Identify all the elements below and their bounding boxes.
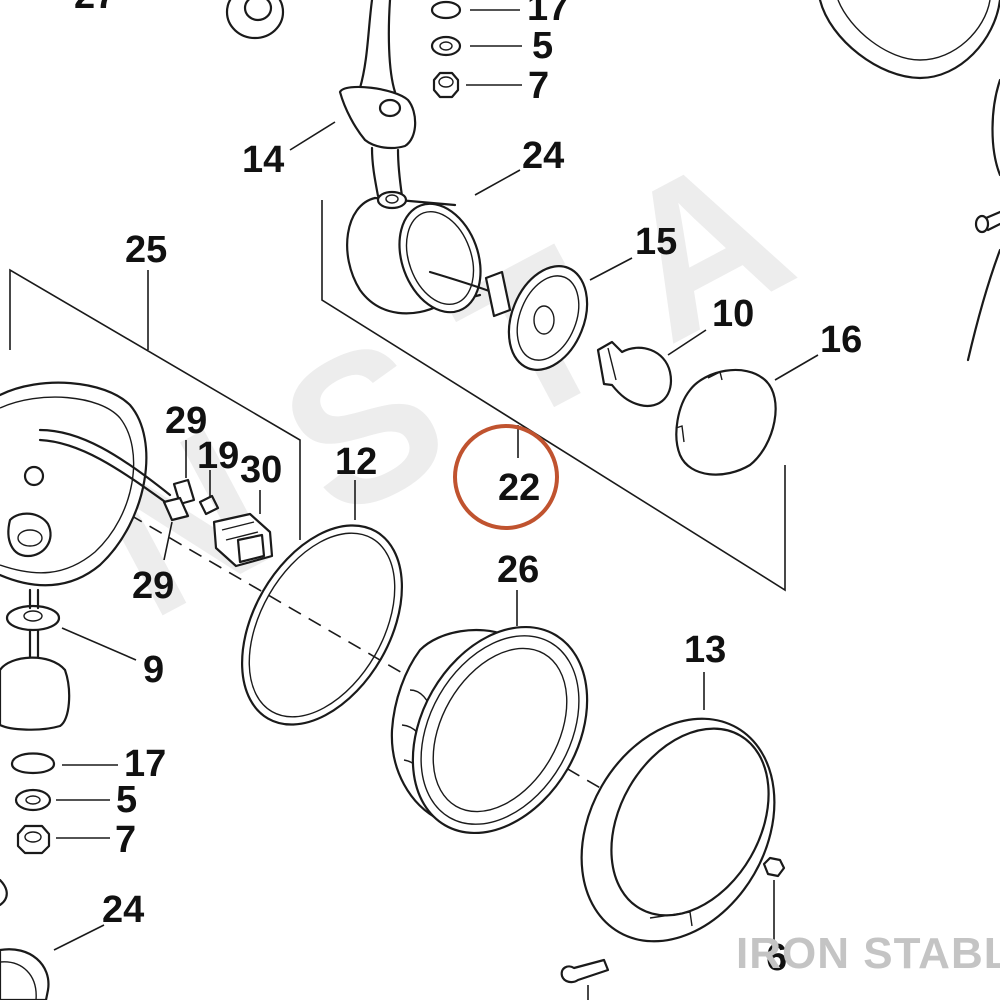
part-26-headlamp-unit — [390, 625, 589, 835]
part-17-washer-bottom — [10, 752, 56, 774]
part-5-lockwasher-top — [430, 35, 462, 57]
leader-lines — [53, 9, 819, 1000]
part-right-screw — [974, 210, 1000, 234]
part-6-nut — [762, 856, 786, 878]
part-top-right-housing — [818, 0, 1000, 177]
callout-25: 25 — [125, 229, 167, 271]
part-27-grommet — [225, 0, 285, 40]
part-12-gasket-ring — [241, 524, 403, 726]
callout-5-top: 5 — [532, 25, 553, 67]
part-bottom-screw — [560, 958, 610, 984]
part-24-turn-signal-housing-bottom — [0, 878, 50, 1000]
callout-12: 12 — [335, 441, 377, 483]
callout-26: 26 — [497, 549, 539, 591]
callout-7-bottom: 7 — [115, 819, 136, 861]
part-17-washer-top — [430, 0, 462, 20]
part-25-headlamp-housing — [0, 381, 172, 587]
part-7-nut-bottom — [16, 824, 51, 855]
callout-14: 14 — [242, 139, 284, 181]
callout-7-top: 7 — [528, 65, 549, 107]
callout-29-bottom: 29 — [132, 565, 174, 607]
part-15-bulb-socket — [428, 265, 589, 371]
part-5-lockwasher-bottom — [14, 788, 52, 812]
callout-30: 30 — [240, 449, 282, 491]
group-bracket-25 — [9, 268, 301, 540]
callout-22[interactable]: 22 — [498, 467, 540, 509]
part-29-terminal-bottom — [162, 496, 190, 522]
callout-27: 27 — [74, 0, 116, 17]
brand-watermark: IRON STABLE — [736, 929, 1000, 978]
part-7-nut-top — [432, 71, 460, 99]
callout-labels: 27 17 5 7 14 24 15 10 16 25 29 19 30 12 … — [74, 0, 862, 979]
callout-24-top: 24 — [522, 135, 564, 177]
group-bracket-22 — [321, 200, 786, 592]
part-13-trim-ring — [580, 717, 776, 943]
callout-10: 10 — [712, 293, 754, 335]
callout-15: 15 — [635, 221, 677, 263]
callout-24-bottom: 24 — [102, 889, 144, 931]
part-right-edge-bracket — [966, 248, 1000, 362]
callout-6: 6 — [766, 937, 787, 979]
callout-17-top: 17 — [527, 0, 569, 29]
part-30-connector — [212, 512, 274, 568]
part-14-mount-bracket — [338, 0, 417, 198]
callout-17-bottom: 17 — [124, 743, 166, 785]
highlight-circle-22 — [453, 424, 559, 530]
callout-19: 19 — [197, 435, 239, 477]
part-24-turn-signal-housing-top — [346, 190, 482, 315]
part-19-pin — [198, 494, 220, 516]
callout-13: 13 — [684, 629, 726, 671]
callout-29-top: 29 — [165, 400, 207, 442]
callout-5-bottom: 5 — [116, 779, 137, 821]
callout-9: 9 — [143, 649, 164, 691]
part-16-lens — [675, 368, 777, 476]
callout-16: 16 — [820, 319, 862, 361]
part-9-grommet — [0, 588, 71, 731]
part-10-bulb — [596, 340, 673, 408]
